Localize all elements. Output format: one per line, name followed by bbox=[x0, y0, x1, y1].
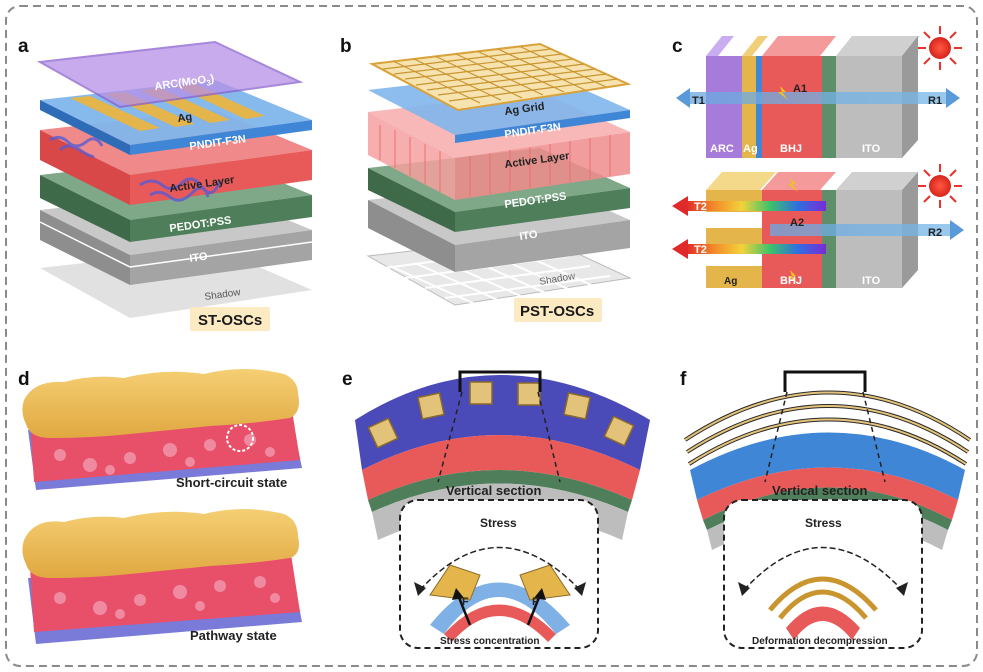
ag-grid-label: Ag Grid bbox=[504, 100, 546, 117]
pst-oscs-tag: PST-OSCs bbox=[520, 303, 594, 320]
panel-b: b bbox=[340, 36, 632, 322]
ito-label-c2: ITO bbox=[862, 275, 881, 287]
panel-a-label: a bbox=[18, 36, 29, 57]
panel-f: f Vertical section Stress Deformation de… bbox=[680, 369, 972, 649]
sun-icon-2 bbox=[918, 164, 962, 208]
panel-d: d Short-circuit state Pathway state bbox=[18, 369, 302, 644]
panel-d-label: d bbox=[18, 369, 30, 390]
vertical-section-label-e: Vertical section bbox=[446, 483, 541, 498]
bhj-label-c: BHJ bbox=[780, 143, 802, 155]
pst-oscs-tag-bg bbox=[514, 298, 602, 322]
arc-layer bbox=[36, 40, 304, 109]
t2-label-bottom: T2 bbox=[694, 244, 707, 256]
panel-b-label: b bbox=[340, 36, 352, 57]
foam-electrode-bottom bbox=[22, 509, 300, 578]
vertical-section-label-f: Vertical section bbox=[772, 483, 867, 498]
force-right-label: F bbox=[532, 596, 539, 608]
figure-border bbox=[5, 5, 978, 667]
force-left-label: F bbox=[462, 596, 469, 608]
panel-e-label: e bbox=[342, 369, 353, 390]
t2-label-top: T2 bbox=[694, 201, 707, 213]
ag-label-c: Ag bbox=[743, 143, 758, 155]
pathway-label: Pathway state bbox=[190, 628, 277, 643]
bhj-label-c2: BHJ bbox=[780, 275, 802, 287]
ito-label: ITO bbox=[189, 251, 209, 265]
a1-label: A1 bbox=[793, 83, 807, 95]
t1-label: T1 bbox=[692, 95, 705, 107]
panel-c: c T1 A1 R1 ARC Ag BHJ ITO bbox=[672, 26, 964, 288]
ag-label-c2: Ag bbox=[724, 276, 737, 287]
short-circuit-marker bbox=[226, 424, 254, 452]
panel-e: e Vertical section Stress F F bbox=[342, 369, 650, 649]
st-oscs-tag: ST-OSCs bbox=[198, 312, 262, 329]
stress-inset-f bbox=[723, 499, 923, 649]
short-circuit-label: Short-circuit state bbox=[176, 475, 287, 490]
bottom-device-block: T2 T2 A2 R2 Ag BHJ ITO bbox=[672, 172, 964, 288]
ito-label-c: ITO bbox=[862, 143, 881, 155]
stress-concentration-label: Stress concentration bbox=[440, 636, 539, 647]
ito-label-b: ITO bbox=[519, 229, 539, 243]
ag-label: Ag bbox=[177, 111, 193, 125]
sun-icon bbox=[918, 26, 962, 70]
ag-blocks bbox=[367, 381, 635, 449]
panel-a: a ARC(MoO3) Ag PNDIT-F3N A bbox=[18, 36, 313, 331]
r1-label: R1 bbox=[928, 95, 942, 107]
r2-label: R2 bbox=[928, 227, 942, 239]
st-oscs-tag-bg bbox=[190, 307, 270, 331]
a2-label: A2 bbox=[790, 217, 804, 229]
stress-label-f: Stress bbox=[805, 516, 842, 530]
top-device-block: T1 A1 R1 ARC Ag BHJ ITO bbox=[676, 36, 960, 158]
shadow-label: Shadow bbox=[204, 287, 242, 303]
panel-c-label: c bbox=[672, 36, 683, 57]
foam-electrode-top bbox=[22, 369, 300, 438]
panel-f-label: f bbox=[680, 369, 687, 390]
deformation-decompression-label: Deformation decompression bbox=[752, 636, 888, 647]
arc-label-c: ARC bbox=[710, 143, 734, 155]
stress-label-e: Stress bbox=[480, 516, 517, 530]
